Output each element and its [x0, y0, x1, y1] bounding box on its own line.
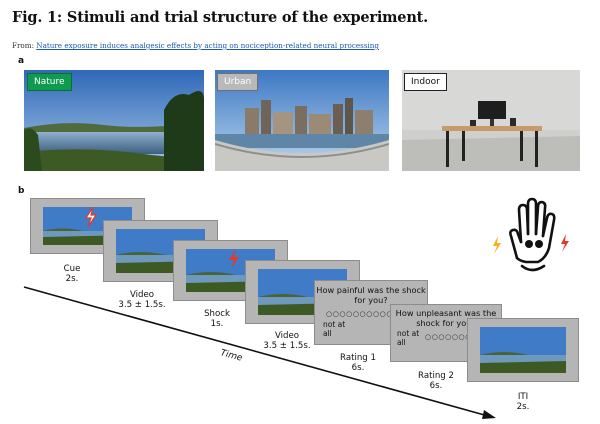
- video1-duration: 3.5 ± 1.5s.: [118, 300, 166, 310]
- rating1-duration: 6s.: [351, 363, 365, 373]
- rating1-scale: ○○○○○○○○○○: [326, 310, 394, 318]
- rating1-label: Rating 1: [340, 353, 376, 363]
- nature-tag: Nature: [27, 73, 72, 91]
- video1-label: Video: [129, 290, 155, 300]
- rating2-question: How unpleasant was the shock for you?: [395, 308, 497, 328]
- cue-duration: 2s.: [65, 274, 79, 284]
- cue-caption: Cue 2s.: [64, 264, 81, 284]
- lightning-yellow-icon: [493, 236, 501, 254]
- iti-duration: 2s.: [516, 402, 530, 412]
- shock-duration: 1s.: [210, 319, 224, 329]
- source-article-link[interactable]: Nature exposure induces analgesic effect…: [36, 41, 380, 50]
- cue-lightning-outline-icon: [84, 207, 98, 227]
- panel-a-label: a: [18, 56, 25, 66]
- rating1-question: How painful was the shock for you?: [316, 285, 426, 305]
- video1-caption: Video 3.5 ± 1.5s.: [118, 290, 165, 310]
- rating1-anchor: not at all: [323, 320, 346, 338]
- lightning-red-icon: [561, 234, 569, 252]
- shock-lightning-icon: [229, 249, 239, 269]
- iti-label: ITI: [517, 392, 529, 402]
- electrode-icon: [525, 240, 533, 248]
- source-prefix: From:: [12, 41, 37, 50]
- video2-caption: Video 3.5 ± 1.5s.: [263, 331, 310, 351]
- shock-caption: Shock 1s.: [204, 309, 230, 329]
- iti-caption: ITI 2s.: [517, 392, 530, 412]
- figure-title: Fig. 1: Stimuli and trial structure of t…: [12, 9, 429, 26]
- source-line: From: Nature exposure induces analgesic …: [12, 41, 379, 50]
- rating2-anchor: not at all: [397, 329, 420, 347]
- nature-photo: [24, 70, 204, 171]
- urban-tag: Urban: [217, 73, 259, 91]
- cue-label: Cue: [63, 264, 81, 274]
- shock-label: Shock: [204, 309, 230, 319]
- urban-photo: [215, 70, 389, 171]
- video2-label: Video: [274, 331, 300, 341]
- rating2-scale: ○○○○○○○○○○: [425, 333, 493, 341]
- rating2-caption: Rating 2 6s.: [418, 371, 454, 391]
- iti-screen: [467, 318, 579, 382]
- video2-duration: 3.5 ± 1.5s.: [263, 341, 311, 351]
- rating2-label: Rating 2: [418, 371, 454, 381]
- indoor-tag: Indoor: [404, 73, 447, 91]
- rating1-caption: Rating 1 6s.: [340, 353, 376, 373]
- hand-electrode-icon: [493, 197, 569, 272]
- panel-b-label: b: [18, 186, 25, 196]
- iti-video-frame: [480, 327, 566, 373]
- rating2-duration: 6s.: [429, 381, 443, 391]
